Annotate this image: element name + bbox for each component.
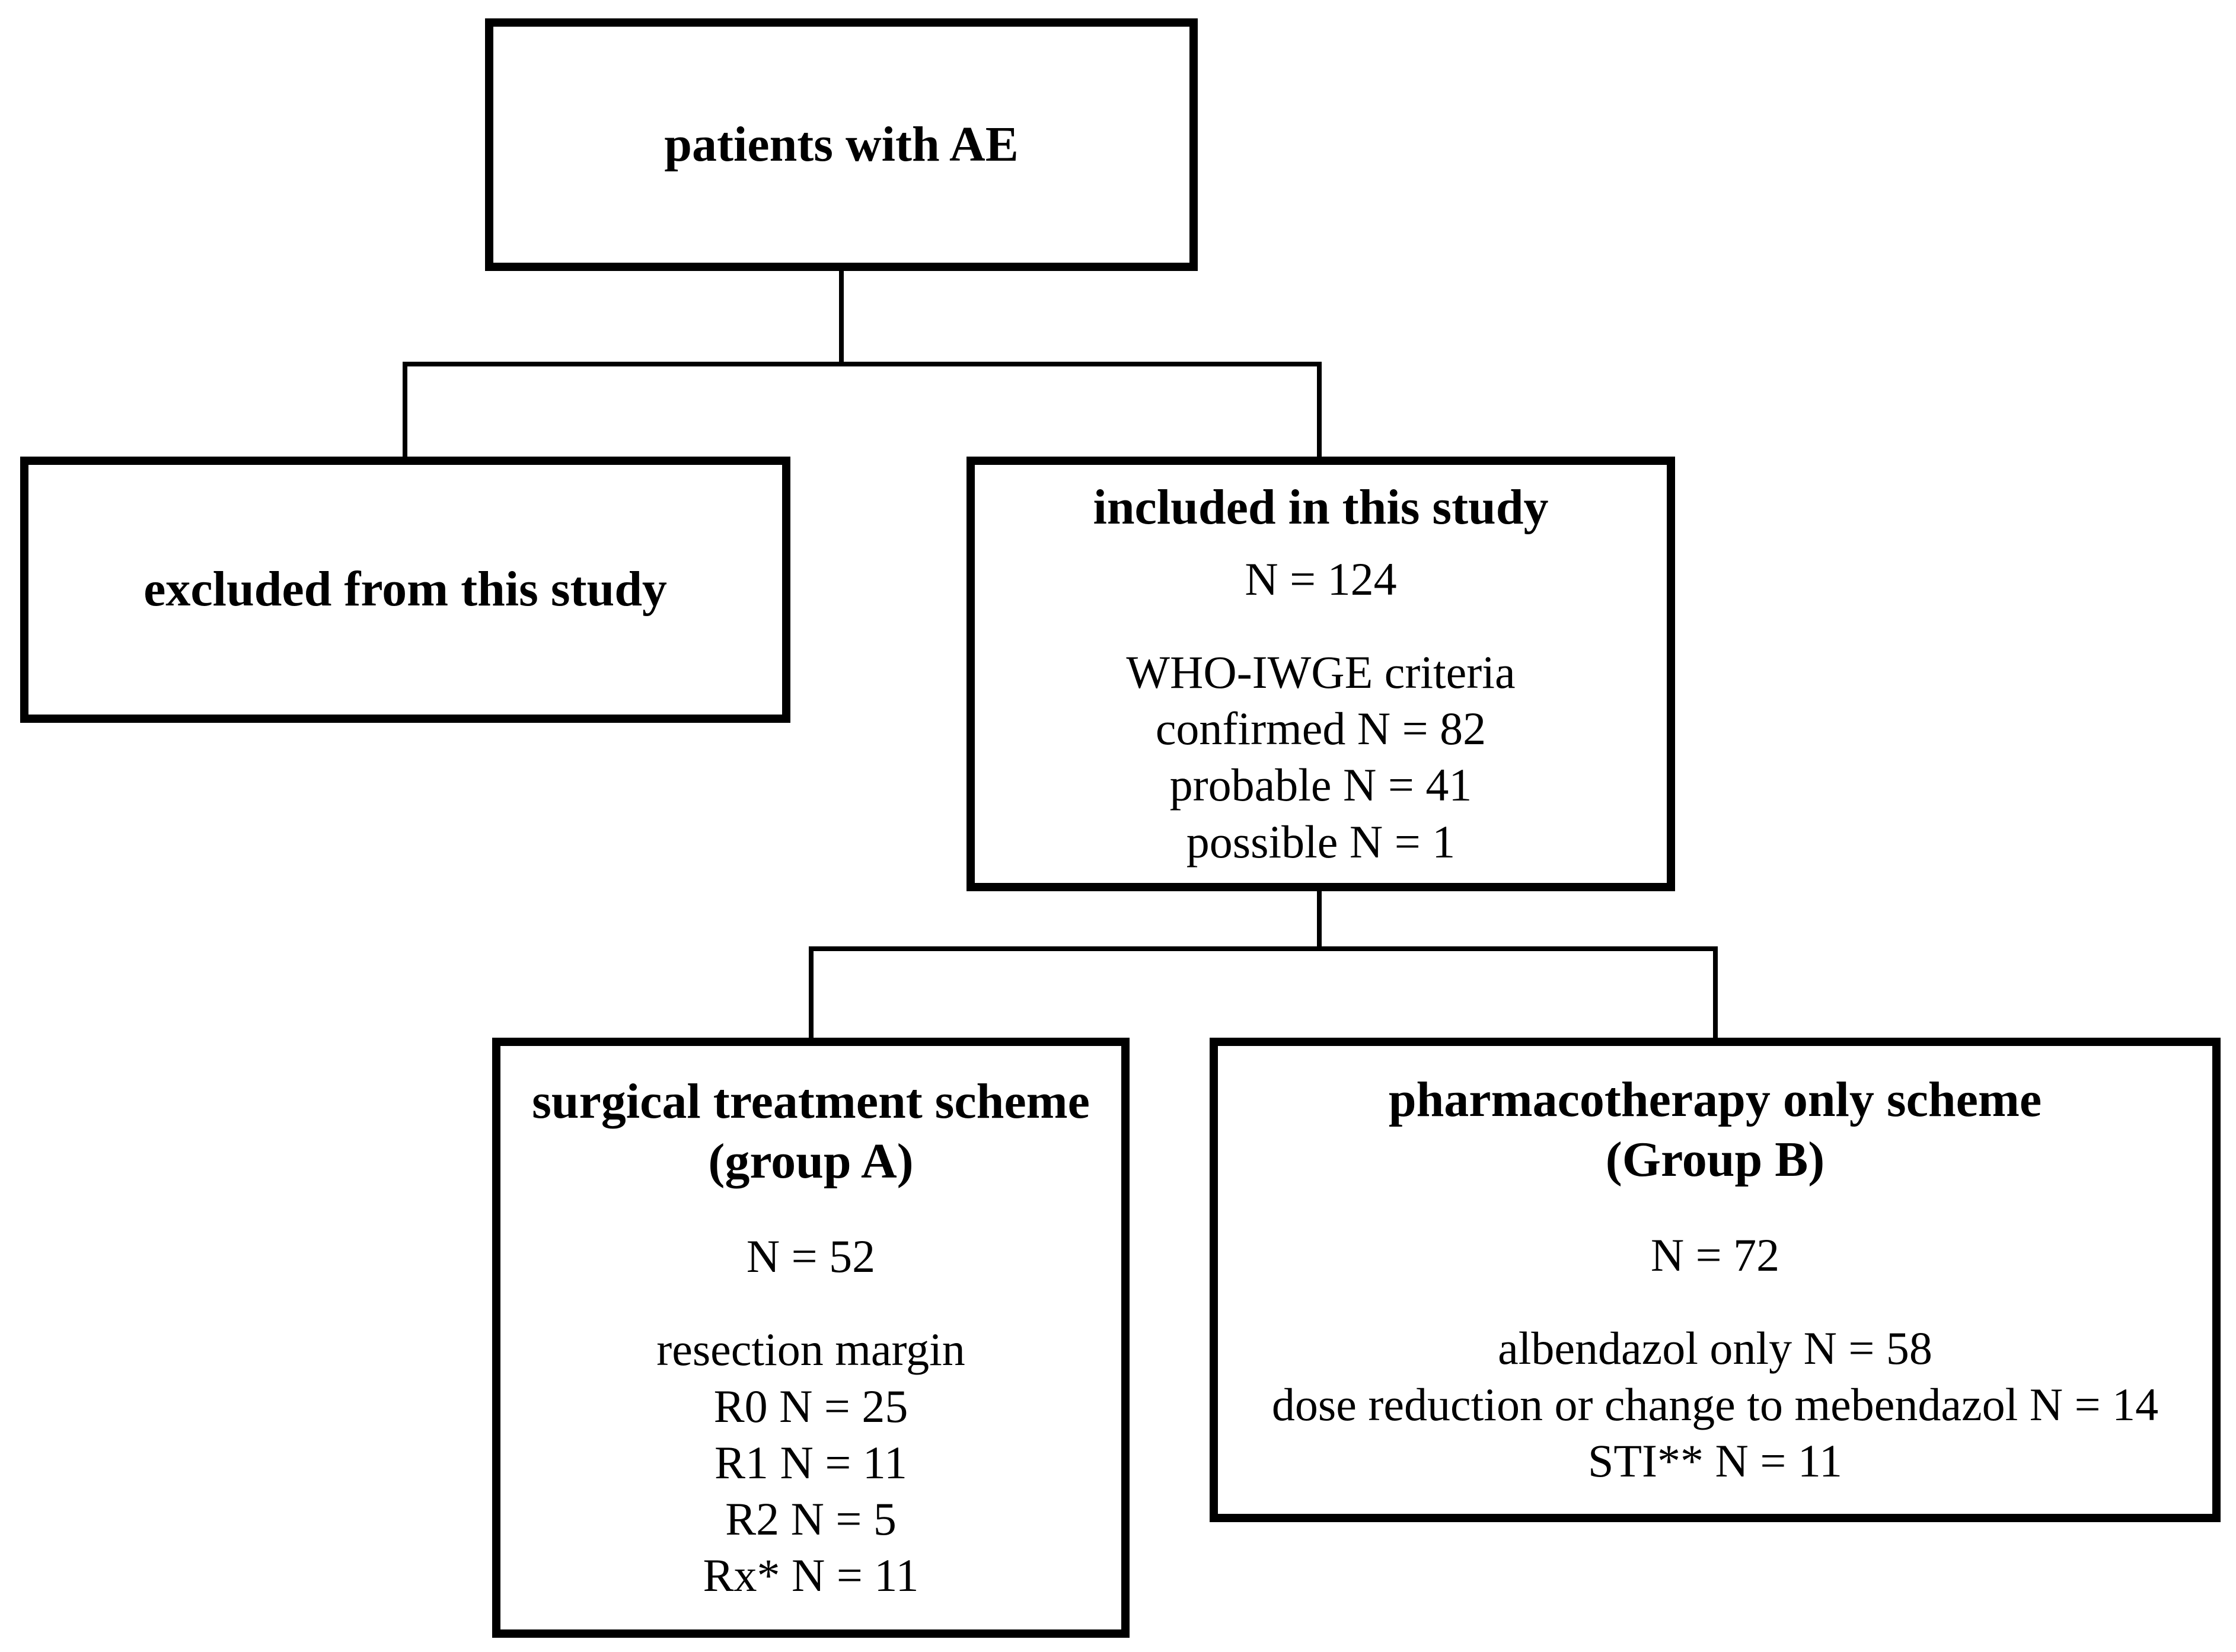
connector-excluded-drop: [403, 362, 407, 460]
group-a-box-detail-item: R2 N = 5: [725, 1492, 897, 1545]
group-b-box-detail-item: dose reduction or change to mebendazol N…: [1271, 1379, 2159, 1431]
connector-row2-horizontal: [403, 362, 1322, 366]
group-a-box-subtitle: (group A): [708, 1133, 914, 1189]
included-box-criteria-header: WHO-IWGE criteria: [1126, 646, 1516, 699]
group-a-box-detail-item: Rx* N = 11: [703, 1549, 919, 1602]
patients-box: patients with AE: [485, 18, 1198, 271]
group-b-box-n: N = 72: [1650, 1229, 1780, 1281]
included-box-criteria-item: possible N = 1: [1186, 815, 1456, 868]
group-a-box-detail-item: R0 N = 25: [713, 1380, 908, 1432]
included-box: included in this study N = 124 WHO-IWGE …: [967, 457, 1675, 891]
group-a-box-title: surgical treatment scheme: [532, 1073, 1090, 1129]
group-b-box: pharmacotherapy only scheme (Group B) N …: [1210, 1038, 2221, 1522]
group-a-box: surgical treatment scheme (group A) N = …: [492, 1038, 1130, 1638]
group-b-box-detail-item: albendazol only N = 58: [1498, 1322, 1932, 1374]
connector-included-drop: [1317, 362, 1322, 460]
group-a-box-detail-item: R1 N = 11: [715, 1436, 907, 1488]
connector-group-b-drop: [1713, 946, 1718, 1040]
excluded-box-title: excluded from this study: [143, 562, 667, 617]
included-box-title: included in this study: [1093, 480, 1549, 535]
patients-box-title: patients with AE: [664, 116, 1019, 172]
group-b-box-title: pharmacotherapy only scheme: [1388, 1072, 2042, 1128]
group-a-box-n: N = 52: [746, 1230, 876, 1283]
connector-group-a-drop: [809, 946, 814, 1040]
excluded-box: excluded from this study: [20, 457, 790, 723]
included-box-criteria-item: probable N = 41: [1169, 759, 1472, 811]
included-box-n: N = 124: [1245, 553, 1397, 605]
connector-top-stem: [839, 267, 844, 366]
group-b-box-subtitle: (Group B): [1605, 1132, 1825, 1188]
connector-included-stem: [1317, 888, 1322, 951]
included-box-criteria-item: confirmed N = 82: [1155, 703, 1487, 755]
group-a-box-detail-header: resection margin: [656, 1323, 965, 1376]
group-b-box-detail-item: STI** N = 11: [1588, 1435, 1842, 1487]
connector-row3-horizontal: [809, 946, 1718, 951]
